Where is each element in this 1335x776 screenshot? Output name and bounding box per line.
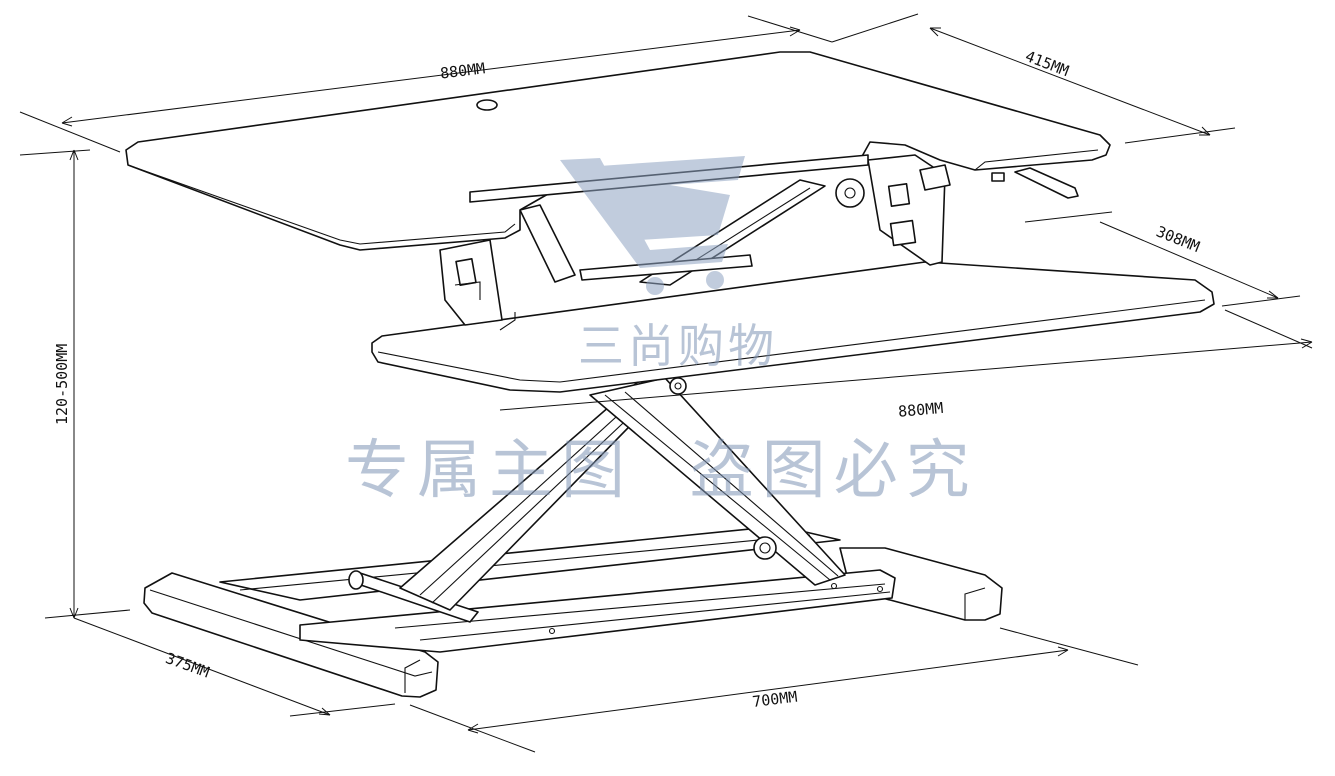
base-width-label: 700MM <box>751 688 798 711</box>
right-bracket <box>867 154 1079 266</box>
keyboard-depth-label: 308MM <box>1154 222 1203 256</box>
watermark-notice: 专属主图 盗图必究 <box>345 434 978 508</box>
top-depth-label: 415MM <box>1023 47 1072 80</box>
watermark-brand: 三尚购物 <box>578 319 778 373</box>
base-rail-front <box>299 569 896 653</box>
keyboard-width-label: 880MM <box>897 399 944 421</box>
scissor-arm-b <box>589 377 846 586</box>
top-width-label: 880MM <box>439 59 486 82</box>
keyboard-tray <box>371 261 1215 393</box>
base-depth-label: 375MM <box>163 649 212 681</box>
desktop-surface <box>125 51 1111 251</box>
left-foot <box>143 572 439 698</box>
cable-grommet <box>476 99 498 111</box>
cart-logo-icon <box>560 156 745 295</box>
height-range-label: 120-500MM <box>53 344 71 425</box>
scissor-mechanism <box>399 377 846 611</box>
keyboard-tray-surface <box>371 261 1215 393</box>
base-frame <box>143 525 1003 698</box>
left-bracket <box>439 239 503 326</box>
watermark: 三尚购物 专属主图 盗图必究 <box>345 156 978 508</box>
dimension-lines <box>19 13 1313 753</box>
